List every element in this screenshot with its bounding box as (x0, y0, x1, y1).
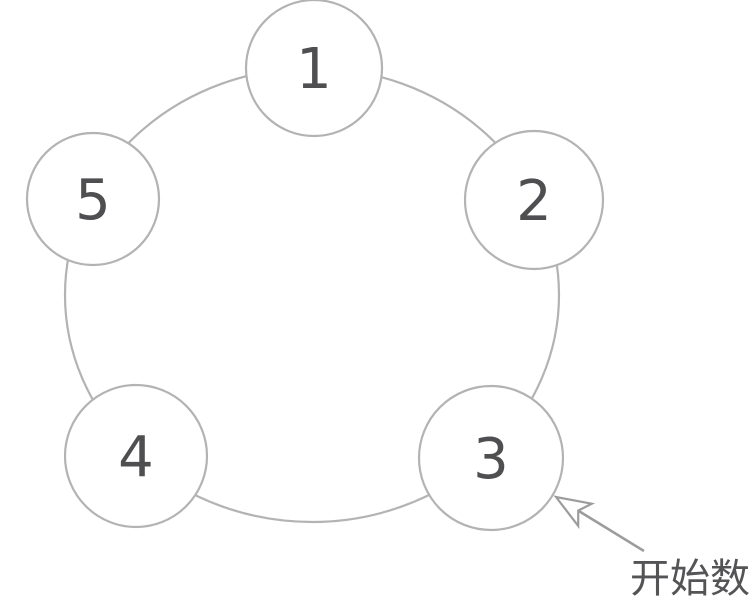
node-circle-1 (244, 0, 384, 138)
node-circle-3 (417, 384, 565, 532)
node-number-3: 3 (473, 427, 509, 492)
node-number-5: 5 (75, 168, 111, 233)
node-number-2: 2 (516, 169, 552, 234)
annotation-label: 开始数 (630, 556, 750, 602)
node-circle-5 (25, 131, 161, 267)
node-circle-4 (63, 383, 209, 529)
node-layer: 1 2 3 4 5 (25, 0, 605, 532)
arrow-head-icon (553, 495, 596, 530)
node-circle-2 (463, 129, 605, 271)
arrow-layer (553, 495, 645, 553)
node-number-4: 4 (118, 425, 154, 490)
node-number-1: 1 (296, 37, 332, 102)
arrow-shaft (577, 509, 645, 553)
